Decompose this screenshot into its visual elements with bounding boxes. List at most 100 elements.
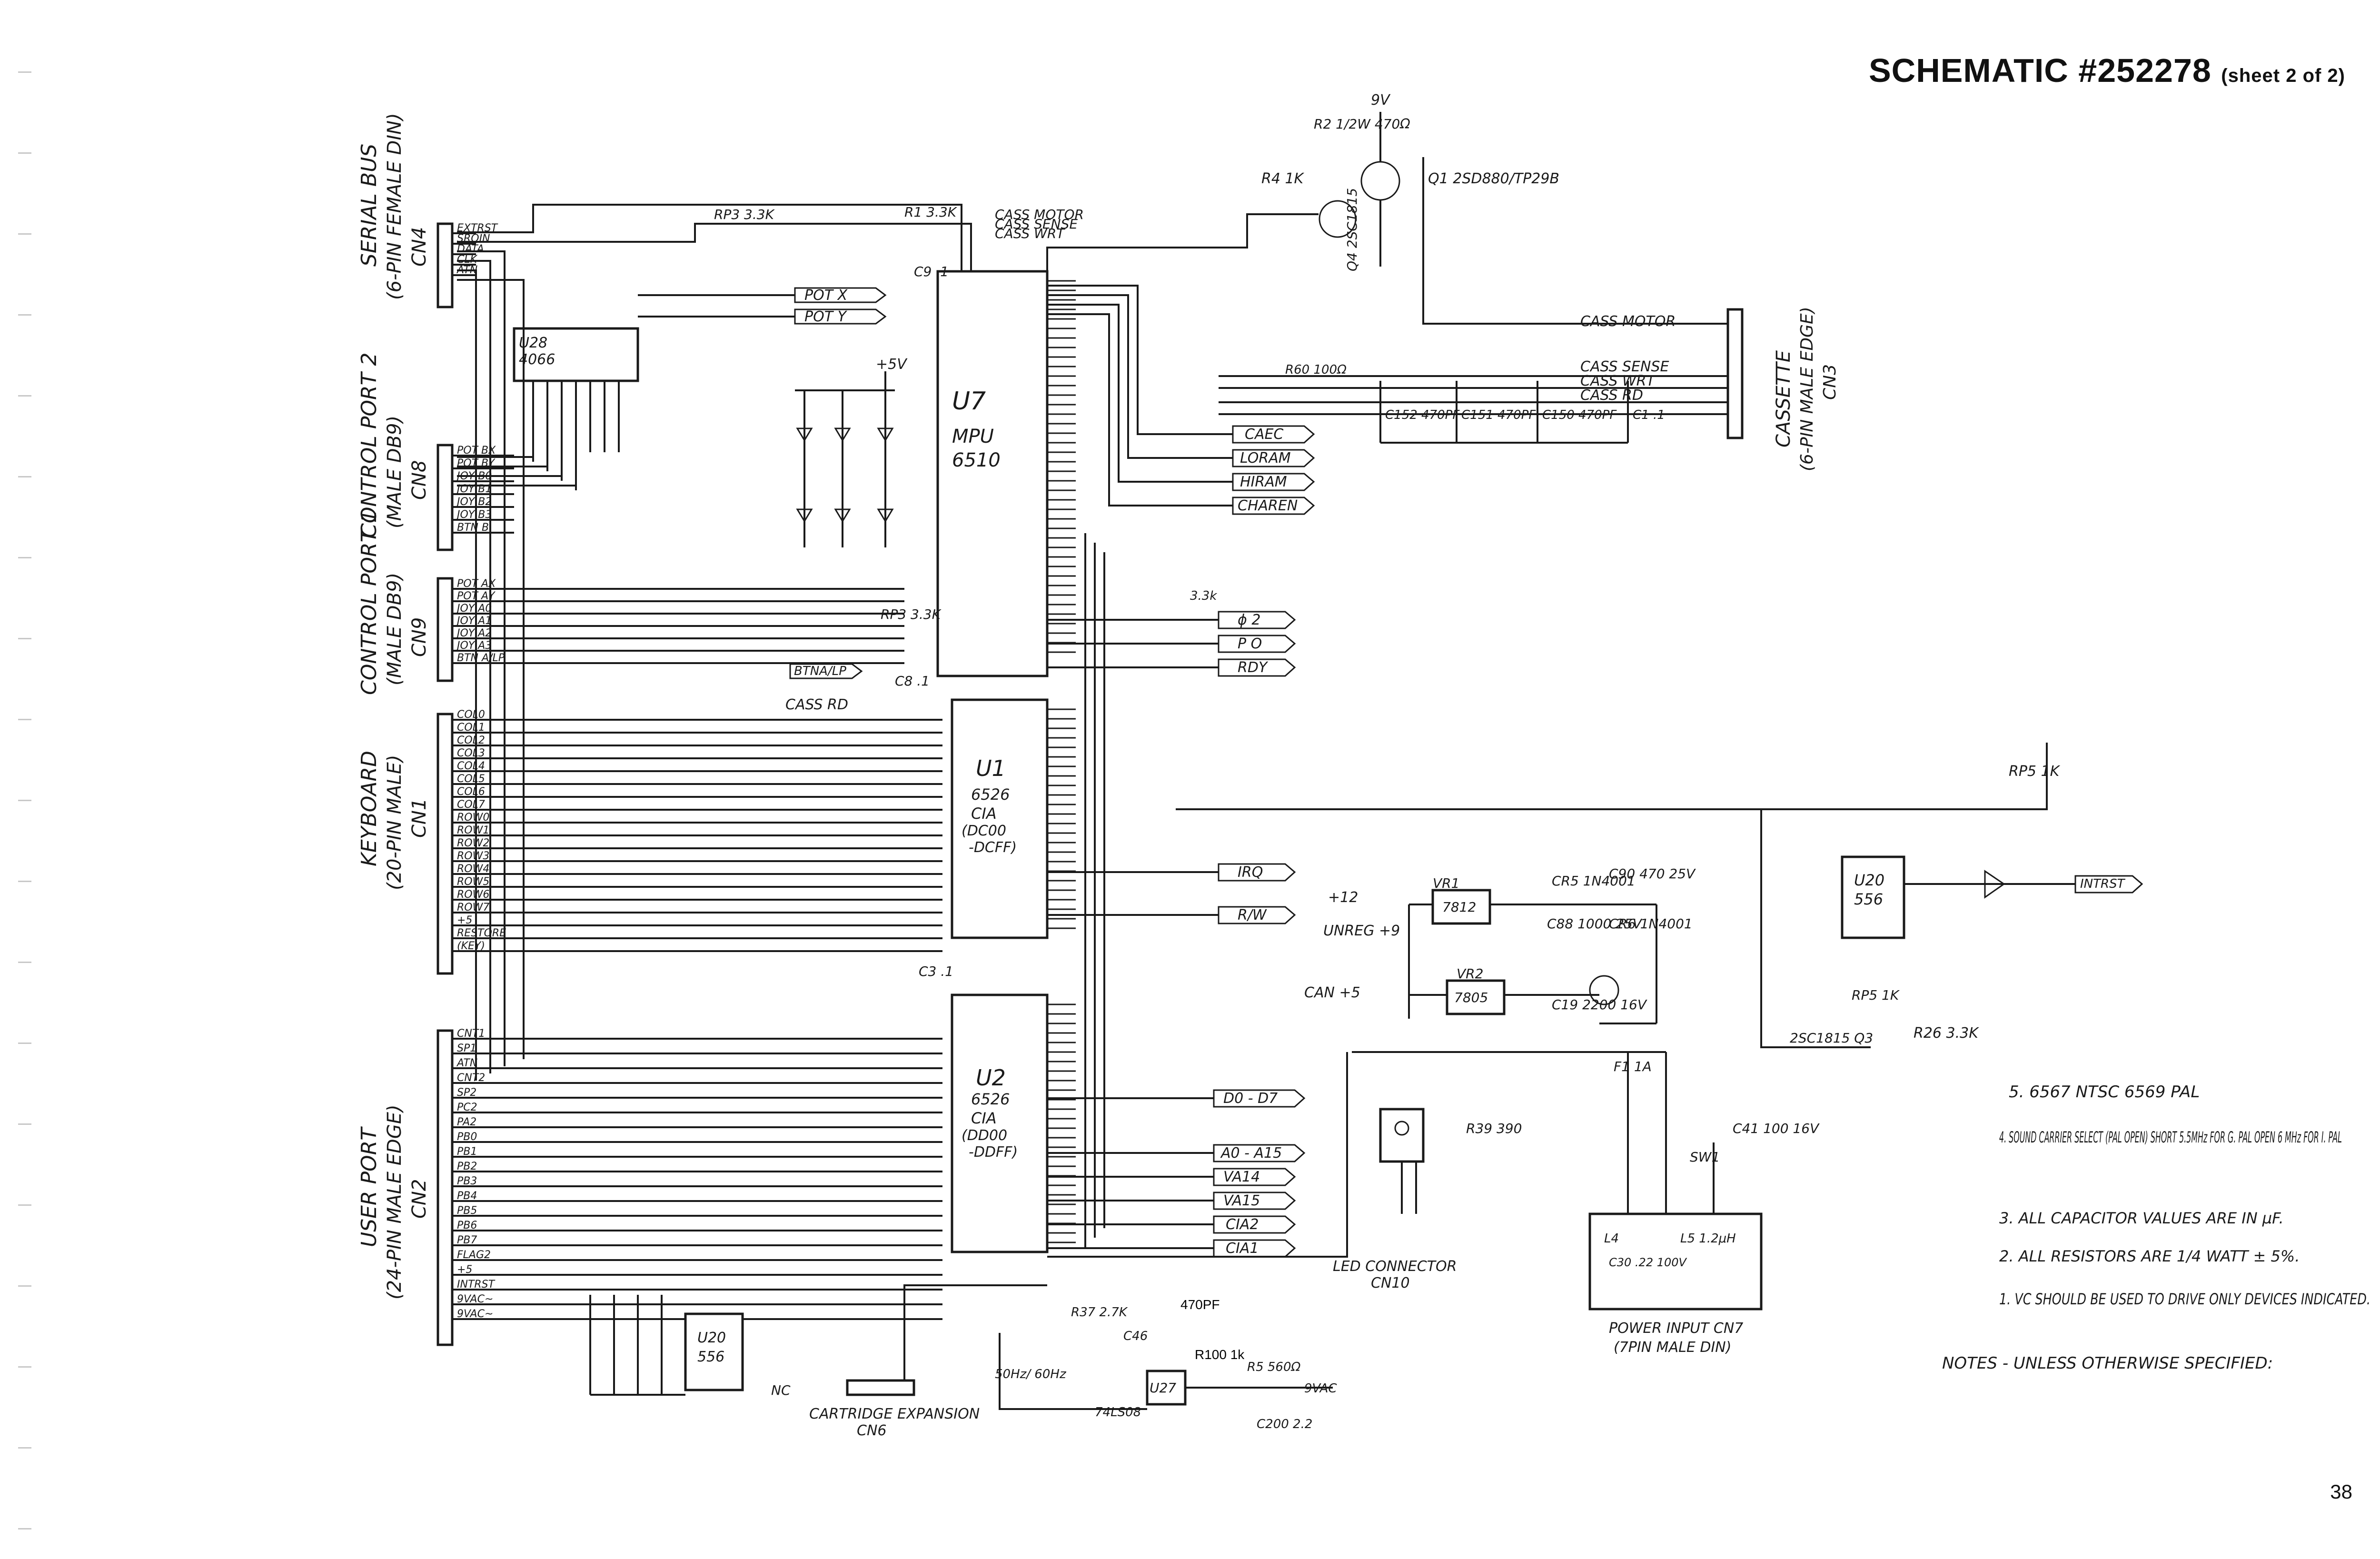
svg-text:CN2: CN2 — [408, 1179, 430, 1219]
serial-bus-wires — [457, 204, 972, 1081]
hiram-signal: HIRAM — [1232, 473, 1315, 491]
cass-sense-label: CASS SENSE — [1580, 358, 1669, 375]
control-port1-title: CONTROL PORT 1 (MALE DB9) CN9 — [357, 510, 430, 695]
svg-text:556: 556 — [697, 1349, 724, 1365]
svg-text:U27: U27 — [1150, 1380, 1176, 1396]
svg-text:(7PIN MALE DIN): (7PIN MALE DIN) — [1614, 1339, 1731, 1356]
svg-text:C150 470PF: C150 470PF — [1542, 408, 1617, 422]
margin-tick — [18, 71, 31, 73]
vertical-bus — [1084, 533, 1105, 1247]
svg-text:(6-PIN MALE EDGE): (6-PIN MALE EDGE) — [1797, 307, 1817, 471]
q1-transistor: Q1 2SD880/TP29B 9V — [1360, 92, 1559, 267]
svg-text:POWER INPUT CN7: POWER INPUT CN7 — [1609, 1320, 1743, 1337]
svg-text:Q4 2SC1815: Q4 2SC1815 — [1344, 188, 1360, 271]
svg-text:(DC00: (DC00 — [962, 823, 1006, 839]
c41-label: C41 100 16V — [1733, 1121, 1820, 1136]
vr2-7805: 7805 VR2 — [1446, 966, 1506, 1015]
cassette-connector — [1726, 308, 1744, 439]
svg-text:7805: 7805 — [1454, 990, 1488, 1005]
cr5-label: CR5 1N4001 — [1552, 873, 1636, 889]
pin-label: ROW5 — [457, 876, 489, 888]
pin-label: PC2 — [457, 1102, 477, 1113]
c90-label: C90 470 25V — [1609, 866, 1696, 882]
svg-text:CASSETTE: CASSETTE — [1773, 350, 1795, 447]
cass-sense-top: CASS SENSE — [995, 216, 1078, 232]
bus-lines — [1047, 871, 1219, 1249]
title-sheet: (sheet 2 of 2) — [2221, 65, 2345, 86]
svg-text:Q1 2SD880/TP29B: Q1 2SD880/TP29B — [1428, 170, 1559, 187]
svg-text:POT X: POT X — [804, 287, 848, 304]
pin-label: +5 — [457, 914, 472, 926]
pin-label: CNT1 — [457, 1028, 485, 1040]
svg-text:CARTRIDGE EXPANSION: CARTRIDGE EXPANSION — [809, 1406, 980, 1422]
plus12-label: +12 — [1328, 889, 1358, 906]
margin-tick — [18, 881, 31, 882]
svg-text:CIA: CIA — [971, 804, 997, 823]
pin-label: ATN — [456, 1057, 477, 1069]
pin-label: BTN B — [457, 522, 489, 534]
pin-label: PB6 — [457, 1220, 477, 1231]
svg-text:SERIAL BUS: SERIAL BUS — [357, 144, 381, 267]
svg-text:(24-PIN MALE EDGE): (24-PIN MALE EDGE) — [384, 1104, 406, 1300]
svg-text:6526: 6526 — [971, 785, 1010, 804]
margin-tick — [18, 557, 31, 558]
q4-transistor: Q4 2SC1815 — [1319, 188, 1360, 271]
pin-label: COL7 — [457, 799, 485, 811]
svg-text:+5V: +5V — [876, 356, 908, 373]
svg-text:U20: U20 — [697, 1330, 726, 1346]
margin-tick — [18, 152, 31, 154]
pin-label: 9VAC~ — [457, 1308, 493, 1320]
irq-signal: IRQ — [1218, 863, 1296, 882]
svg-text:R60 100Ω: R60 100Ω — [1285, 363, 1347, 377]
svg-text:6510: 6510 — [952, 449, 1001, 471]
svg-text:(MALE DB9): (MALE DB9) — [384, 416, 406, 528]
note-4: 4. SOUND CARRIER SELECT (PAL OPEN) SHORT… — [1999, 1128, 2342, 1146]
svg-text:9V: 9V — [1371, 92, 1391, 109]
c470-label: 470PF — [1180, 1297, 1220, 1312]
svg-text:U2: U2 — [976, 1065, 1006, 1091]
rw-signal: R/W — [1218, 906, 1296, 924]
cia1-signal: CIA1 — [1213, 1239, 1296, 1258]
notes-header: NOTES - UNLESS OTHERWISE SPECIFIED: — [1942, 1354, 2273, 1373]
svg-text:BTNA/LP: BTNA/LP — [794, 664, 846, 678]
power-input-connector: POWER INPUT CN7 (7PIN MALE DIN) L4 L5 1.… — [1588, 1212, 1763, 1356]
svg-text:L5 1.2μH: L5 1.2μH — [1680, 1231, 1736, 1246]
svg-text:CN10: CN10 — [1371, 1275, 1410, 1291]
rdy-signal: RDY — [1218, 658, 1296, 677]
cr6-label: CR6 1N4001 — [1609, 916, 1693, 932]
pin-label: PB2 — [457, 1161, 477, 1172]
r4-label: R4 1K — [1261, 170, 1305, 187]
svg-text:-DDFF): -DDFF) — [969, 1144, 1018, 1161]
cassette-title: CASSETTE (6-PIN MALE EDGE) CN3 — [1773, 307, 1840, 471]
motor-wire — [1046, 213, 1319, 271]
page-number: 38 — [2330, 1480, 2352, 1503]
po-signal: P O — [1218, 635, 1296, 653]
rp3-mid-label: RP3 3.3K — [881, 606, 942, 622]
u27-74ls08: U27 74LS08 — [1095, 1370, 1187, 1420]
title-main: SCHEMATIC #252278 — [1868, 52, 2211, 89]
svg-text:D0 - D7: D0 - D7 — [1223, 1090, 1278, 1107]
cass-rd-top-label: CASS RD — [1580, 387, 1643, 404]
svg-text:U20: U20 — [1854, 871, 1884, 889]
c19-label: C19 2200 16V — [1552, 997, 1647, 1013]
pin-label: JOY B2 — [455, 496, 492, 508]
svg-text:7812: 7812 — [1442, 899, 1476, 915]
margin-tick — [18, 1285, 31, 1287]
pin-label: ROW3 — [457, 850, 489, 862]
margin-tick — [18, 1204, 31, 1206]
bridge-rectifier — [1589, 975, 1619, 1005]
c200-label: C200 2.2 — [1257, 1417, 1312, 1431]
margin-tick — [18, 476, 31, 477]
va14-signal: VA14 — [1213, 1168, 1296, 1186]
note-1: 1. VC SHOULD BE USED TO DRIVE ONLY DEVIC… — [1999, 1290, 2370, 1308]
pin-label: COL6 — [457, 786, 485, 798]
pin-label: COL0 — [457, 709, 485, 721]
svg-text:LORAM: LORAM — [1240, 450, 1291, 467]
u2-cia-6526: U2 6526 CIA (DD00 -DDFF) — [951, 993, 1076, 1253]
svg-text:HIRAM: HIRAM — [1240, 474, 1287, 490]
d0d7-signal: D0 - D7 — [1213, 1089, 1306, 1108]
rp5-label: RP5 1K — [2009, 763, 2061, 780]
r39-label: R39 390 — [1466, 1121, 1522, 1136]
svg-text:U1: U1 — [976, 755, 1006, 781]
u28-wires — [457, 381, 620, 490]
